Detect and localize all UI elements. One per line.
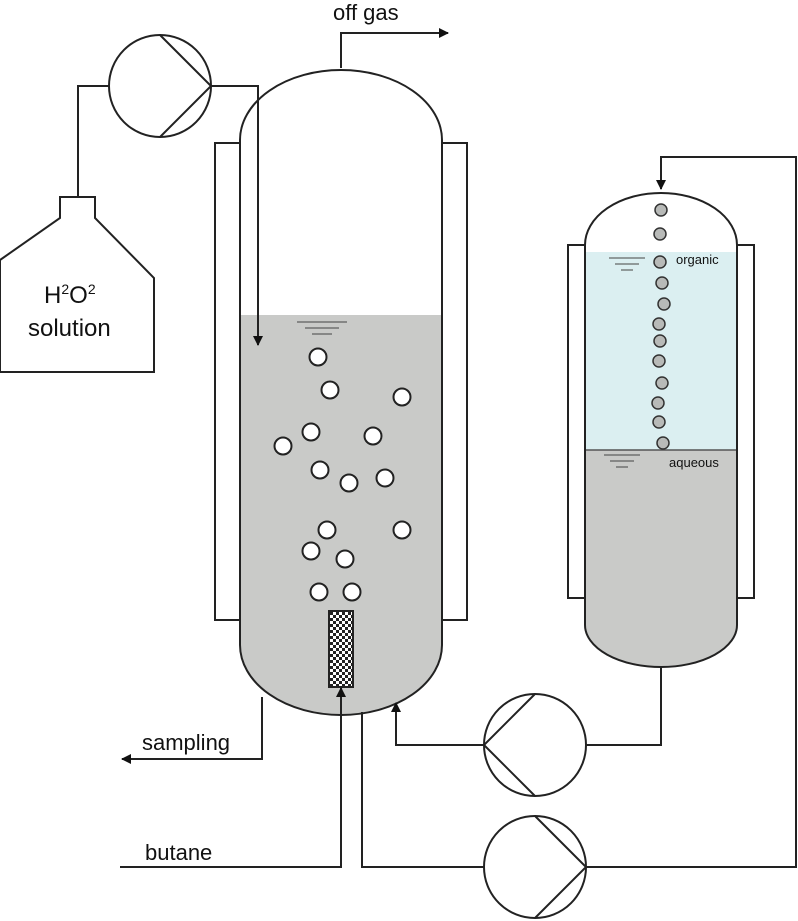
droplet-icon bbox=[652, 354, 666, 368]
sparger-icon bbox=[328, 610, 354, 688]
reactor-level-symbol bbox=[297, 321, 347, 335]
bubble-icon bbox=[310, 460, 330, 480]
bubble-icon bbox=[342, 582, 362, 602]
bubble-icon bbox=[308, 347, 328, 367]
separator-droplets bbox=[651, 203, 671, 450]
bubble-icon bbox=[309, 582, 329, 602]
h2o2-suction-line bbox=[77, 85, 110, 197]
bubble-icon bbox=[335, 549, 355, 569]
organic-feed-line bbox=[586, 156, 797, 868]
droplet-icon bbox=[653, 227, 667, 241]
pump-triangle bbox=[482, 693, 536, 797]
bubble-icon bbox=[339, 473, 359, 493]
pump-icon bbox=[483, 693, 587, 797]
pump-icon bbox=[108, 34, 212, 138]
h2o2-feed-line bbox=[211, 85, 263, 346]
droplet-icon bbox=[656, 436, 670, 450]
aqueous-outlet-line bbox=[586, 667, 662, 746]
aqueous-return-line bbox=[391, 702, 484, 746]
sampling-label: sampling bbox=[142, 730, 230, 755]
off-gas-line bbox=[340, 28, 449, 68]
aqueous-recycle-pump bbox=[482, 693, 587, 797]
h2o2-bottle: H2O2 solution bbox=[0, 196, 155, 373]
off-gas-label: off gas bbox=[333, 0, 399, 25]
droplet-icon bbox=[655, 376, 669, 390]
bubble-icon bbox=[273, 436, 293, 456]
organic-label: organic bbox=[676, 252, 719, 267]
sampling-line bbox=[121, 697, 263, 764]
bottle-icon bbox=[0, 196, 155, 373]
separator-outline bbox=[584, 192, 738, 668]
bubble-icon bbox=[301, 422, 321, 442]
separator-jacket-right bbox=[737, 244, 755, 599]
separator-jacket-left bbox=[567, 244, 585, 599]
aqueous-label: aqueous bbox=[669, 455, 719, 470]
h2o2-feed-pump bbox=[108, 34, 213, 138]
aqueous-phase bbox=[585, 450, 737, 667]
droplet-icon bbox=[653, 334, 667, 348]
bubble-icon bbox=[301, 541, 321, 561]
bubble-icon bbox=[320, 380, 340, 400]
reactor-jacket-right bbox=[442, 142, 468, 621]
organic-loop-pump bbox=[483, 815, 588, 919]
reactor-bubbles bbox=[273, 347, 412, 602]
butane-line bbox=[120, 687, 346, 868]
droplet-icon bbox=[655, 276, 669, 290]
reactor-jacket-left bbox=[214, 142, 240, 621]
droplet-icon bbox=[652, 415, 666, 429]
droplet-icon bbox=[657, 297, 671, 311]
solution-label: solution bbox=[28, 315, 111, 342]
aqueous-level-symbol bbox=[604, 454, 640, 468]
pump-triangle bbox=[534, 815, 588, 919]
butane-label: butane bbox=[145, 840, 212, 865]
organic-level-symbol bbox=[609, 257, 645, 271]
droplet-icon bbox=[652, 317, 666, 331]
bubble-icon bbox=[375, 468, 395, 488]
pump-icon bbox=[483, 815, 587, 919]
pump-triangle bbox=[159, 34, 213, 138]
bubble-icon bbox=[363, 426, 383, 446]
separator-vessel: organic aqueous bbox=[567, 192, 755, 668]
bubble-icon bbox=[392, 387, 412, 407]
bubble-icon bbox=[392, 520, 412, 540]
main-reactor bbox=[214, 69, 468, 716]
h2o2-label: H2O2 bbox=[44, 281, 96, 309]
droplet-icon bbox=[654, 203, 668, 217]
reactor-vessel bbox=[239, 69, 443, 716]
bubble-icon bbox=[317, 520, 337, 540]
organic-loop-line bbox=[361, 712, 484, 868]
droplet-icon bbox=[653, 255, 667, 269]
droplet-icon bbox=[651, 396, 665, 410]
